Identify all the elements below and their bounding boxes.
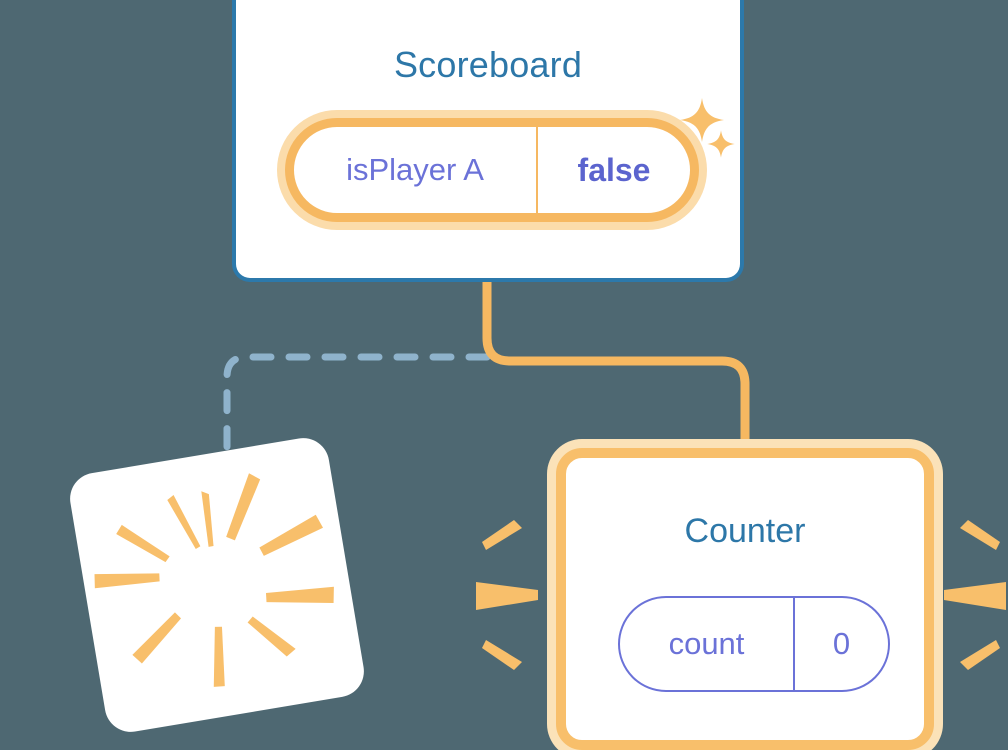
scoreboard-state-pill[interactable]: isPlayer A false bbox=[285, 118, 699, 222]
counter-rays-left bbox=[476, 520, 538, 670]
burst-rays-group bbox=[94, 473, 334, 687]
scoreboard-state-key: isPlayer A bbox=[294, 127, 538, 213]
burst-ray bbox=[960, 520, 1000, 550]
burst-ray bbox=[167, 494, 201, 550]
counter-rays-right bbox=[944, 520, 1006, 670]
burst-ray bbox=[482, 520, 522, 550]
counter-state-key: count bbox=[620, 598, 795, 690]
burst-ray bbox=[213, 626, 225, 687]
scoreboard-card[interactable]: Scoreboard isPlayer A false bbox=[232, 0, 744, 282]
burst-ray bbox=[960, 640, 1000, 670]
scoreboard-title: Scoreboard bbox=[393, 44, 583, 85]
burst-ray bbox=[116, 524, 170, 563]
burst-ray bbox=[944, 582, 1006, 610]
sparkle-small-icon bbox=[707, 130, 735, 158]
counter-title: Counter bbox=[684, 512, 806, 550]
scoreboard-state-value: false bbox=[577, 151, 651, 188]
burst-ray bbox=[482, 640, 522, 670]
counter-state-pill[interactable]: count 0 bbox=[618, 596, 890, 692]
counter-card[interactable]: Counter count 0 bbox=[556, 448, 934, 750]
solid-connector-scoreboard-to-counter bbox=[482, 282, 750, 462]
burst-ray bbox=[201, 491, 214, 547]
burst-ray bbox=[265, 586, 334, 604]
burst-ray bbox=[226, 473, 261, 541]
burst-ray bbox=[94, 573, 160, 589]
rerendered-component-card[interactable] bbox=[66, 434, 368, 736]
burst-ray bbox=[476, 582, 538, 610]
burst-ray bbox=[132, 612, 182, 664]
counter-state-value: 0 bbox=[832, 626, 851, 661]
burst-ray bbox=[259, 514, 323, 556]
sparkle-large-icon bbox=[680, 98, 724, 142]
burst-ray bbox=[247, 616, 296, 657]
